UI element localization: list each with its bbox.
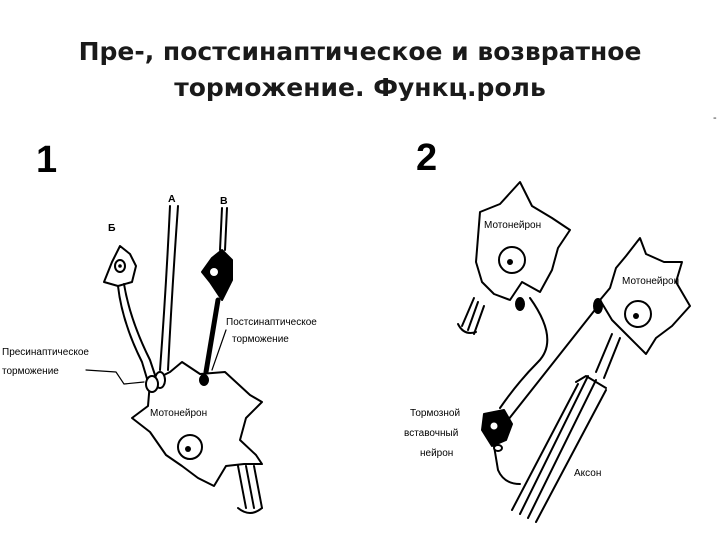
figure2-right-motoneuron-label: Мотонейрон bbox=[622, 276, 679, 287]
figure2-interneuron-line3: нейрон bbox=[420, 448, 453, 459]
figure1-label-a: А bbox=[168, 193, 176, 205]
figure-2: 2 bbox=[404, 137, 690, 522]
figure2-top-motoneuron-collateral bbox=[500, 298, 547, 408]
figure2-interneuron-line1: Тормозной bbox=[410, 408, 460, 419]
figure2-axon-label: Аксон bbox=[574, 468, 601, 479]
figure1-motoneuron-label: Мотонейрон bbox=[150, 408, 207, 419]
figure2-interneuron-line2: вставочный bbox=[404, 428, 458, 439]
figure1-presynaptic-line1: Пресинаптическое bbox=[2, 347, 89, 358]
figure1-postsynaptic-terminal bbox=[200, 375, 208, 385]
figure1-label-b: Б bbox=[108, 222, 116, 234]
figure1-label-v: В bbox=[220, 195, 228, 207]
figure2-top-motoneuron-label: Мотонейрон bbox=[484, 220, 541, 231]
figure1-postsynaptic-line1: Постсинаптическое bbox=[226, 317, 317, 328]
figure1-postsynaptic-line2: торможение bbox=[232, 334, 289, 345]
figure1-neuron-v-stem bbox=[220, 208, 222, 250]
figure1-neuron-v-axon bbox=[206, 300, 218, 372]
figure-2-number: 2 bbox=[416, 137, 437, 179]
figure1-neuron-v-body bbox=[202, 250, 232, 300]
figure2-interneuron-body bbox=[482, 410, 512, 446]
figure2-top-motoneuron-body bbox=[476, 182, 570, 300]
figure2-top-motoneuron-axon bbox=[458, 298, 484, 334]
figure-1: 1 А Б В П bbox=[2, 139, 317, 513]
figure1-presynaptic-terminal bbox=[146, 376, 158, 392]
figure1-motoneuron-nucleolus bbox=[185, 446, 191, 452]
figure1-motoneuron-axon bbox=[238, 466, 262, 513]
figure1-presynaptic-arrow bbox=[86, 370, 144, 384]
figure-1-number: 1 bbox=[36, 139, 57, 181]
figure1-presynaptic-line2: торможение bbox=[2, 366, 59, 377]
figure2-right-motoneuron-axon bbox=[512, 334, 620, 522]
figure2-right-motoneuron-body bbox=[600, 238, 690, 354]
